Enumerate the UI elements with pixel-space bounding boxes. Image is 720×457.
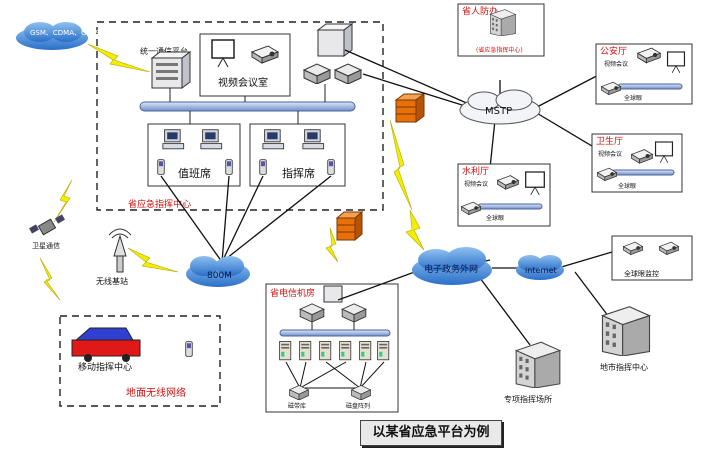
video-conf-label: 视频会议 [598,150,622,158]
storage-links [285,361,385,389]
panorama-monitor-box [611,235,693,281]
duty-seat-box [147,123,241,187]
special-site-label: 专项指挥场所 [504,394,552,404]
dept-bus [477,203,543,210]
pc-icon [162,129,185,150]
wireless-cloud [16,22,88,50]
caption: 以某省应急平台为例 [372,425,490,440]
building-icon [490,9,516,36]
pc-icon [302,129,325,150]
video-room-label: 视频会议室 [218,76,268,89]
mobile-center-label: 移动指挥中心 [78,361,132,373]
building-icon [601,306,651,356]
caption-box: 以某省应急平台为例 [360,420,502,446]
unified-platform-label: 统一通信平台 [140,46,188,56]
mstp-cloud [459,89,541,125]
base-station-label: 无线基站 [96,276,128,286]
civil-defense-center-label: (省应急指挥中心) [476,46,523,54]
telecom-room-label: 省电信机房 [270,287,315,299]
cloud-800m-label: 800M [207,271,232,281]
storage-label: 磁带库 [288,402,306,410]
panorama-monitor-label: 全球眼监控 [624,269,659,278]
ground-network-label: 地面无线网络 [126,386,186,399]
mstp-label: MSTP [485,106,512,117]
mobile-command-vehicle-icon [71,327,141,362]
pc-icon [200,129,223,150]
telecom-core-switch-icon [323,285,343,303]
lightning-bolts [39,43,425,301]
pc-icon [262,129,285,150]
dept-bus [617,83,683,90]
phone-icon [225,159,233,175]
phone-icon [259,159,267,175]
command-seat-label: 指挥席 [282,166,315,180]
internet-label: internet [525,266,557,275]
video-conf-label: 视频会议 [604,60,628,68]
egov-cloud [412,247,492,285]
phone-icon [157,159,165,175]
phone-icon [185,341,193,357]
egov-label: 电子政务外网 [424,263,478,275]
unified-platform-server-icon [150,51,192,89]
health-label: 卫生厅 [596,135,623,147]
ground-network-region [59,315,221,407]
internet-cloud [516,255,564,280]
firewall-icon [335,210,364,242]
panorama-label: 全球眼 [624,94,642,102]
base-station-icon [108,228,132,273]
phone-icon [327,159,335,175]
satellite-label: 卫星通信 [32,241,60,250]
provincial-center-label: 省应急指挥中心 [128,198,191,210]
panorama-label: 全球眼 [618,182,636,190]
city-center-label: 地市指挥中心 [600,362,648,372]
cloud-800m [186,256,250,287]
building-icon [515,341,561,388]
civil-defense-label: 省人防办 [462,5,498,17]
satellite-icon [29,214,65,236]
core-switch-icon [303,23,362,84]
lan-bus [139,101,356,112]
telecom-bus [279,329,391,337]
provincial-center-region [96,21,384,211]
water-label: 水利厅 [462,165,489,177]
firewall-icon [394,93,426,123]
wireless-net-label: GSM、CDMA、GPRS、3G [30,29,117,37]
duty-seat-label: 值班席 [178,166,211,180]
public-security-label: 公安厅 [600,45,627,57]
video-conf-label: 视频会议 [464,180,488,188]
disk-array-label: 磁盘阵列 [346,402,370,410]
dept-bus [611,169,675,176]
panorama-label: 全球眼 [486,214,504,222]
